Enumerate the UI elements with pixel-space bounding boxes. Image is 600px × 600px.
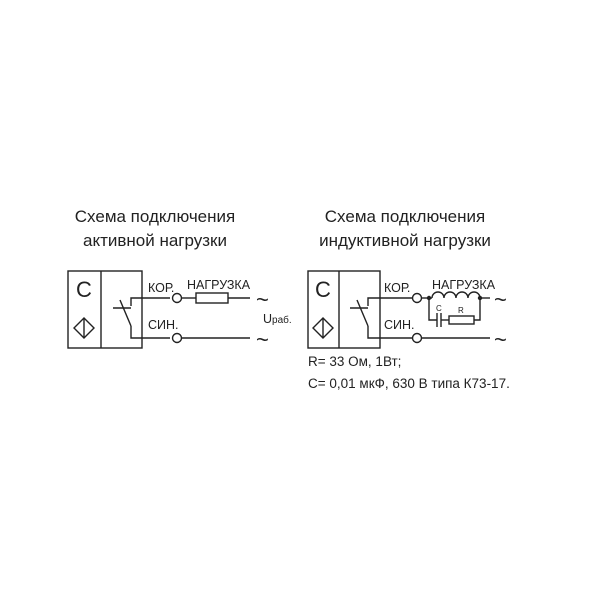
- inductor-coil: [431, 291, 481, 299]
- terminal-sin-label: СИН.: [148, 318, 179, 332]
- resistor-label: R: [458, 306, 464, 315]
- capacitor-label: C: [436, 304, 442, 313]
- terminal-sin: [411, 332, 423, 344]
- inductive-load-diagram: Схема подключения индуктивной нагрузки С…: [307, 207, 510, 391]
- note-capacitor: C= 0,01 мкФ, 630 В типа К73-17.: [308, 376, 510, 391]
- ac-symbol-bottom: ~: [494, 327, 507, 352]
- ac-symbol-top: ~: [494, 287, 507, 312]
- load-label: НАГРУЗКА: [187, 278, 251, 292]
- terminal-kor: [411, 292, 423, 304]
- sensor-body: [67, 270, 143, 349]
- right-title-line2: индуктивной нагрузки: [319, 231, 491, 250]
- proximity-sensor-icon: [73, 317, 95, 339]
- active-load-diagram: Схема подключения активной нагрузки С КО…: [67, 207, 292, 352]
- left-title-line2: активной нагрузки: [83, 231, 227, 250]
- terminal-sin-label: СИН.: [384, 318, 415, 332]
- sensor-body: [307, 270, 381, 349]
- ac-symbol-top: ~: [256, 287, 269, 312]
- proximity-sensor-icon: [312, 317, 334, 339]
- right-title-line1: Схема подключения: [325, 207, 485, 226]
- capacitor: [436, 313, 442, 327]
- load-label: НАГРУЗКА: [432, 278, 496, 292]
- left-title-line1: Схема подключения: [75, 207, 235, 226]
- note-resistor: R= 33 Ом, 1Вт;: [308, 354, 401, 369]
- terminal-kor: [171, 292, 183, 304]
- resistor: [448, 315, 475, 325]
- terminal-kor-label: КОР.: [384, 281, 410, 295]
- switch-contact-icon: [113, 297, 170, 339]
- terminal-sin: [171, 332, 183, 344]
- sensor-letter: С: [315, 277, 331, 302]
- load-resistor: [195, 292, 229, 304]
- sensor-letter: С: [76, 277, 92, 302]
- terminal-kor-label: КОР.: [148, 281, 174, 295]
- voltage-label: Uраб.: [263, 312, 292, 326]
- switch-contact-icon: [350, 297, 412, 339]
- ac-symbol-bottom: ~: [256, 327, 269, 352]
